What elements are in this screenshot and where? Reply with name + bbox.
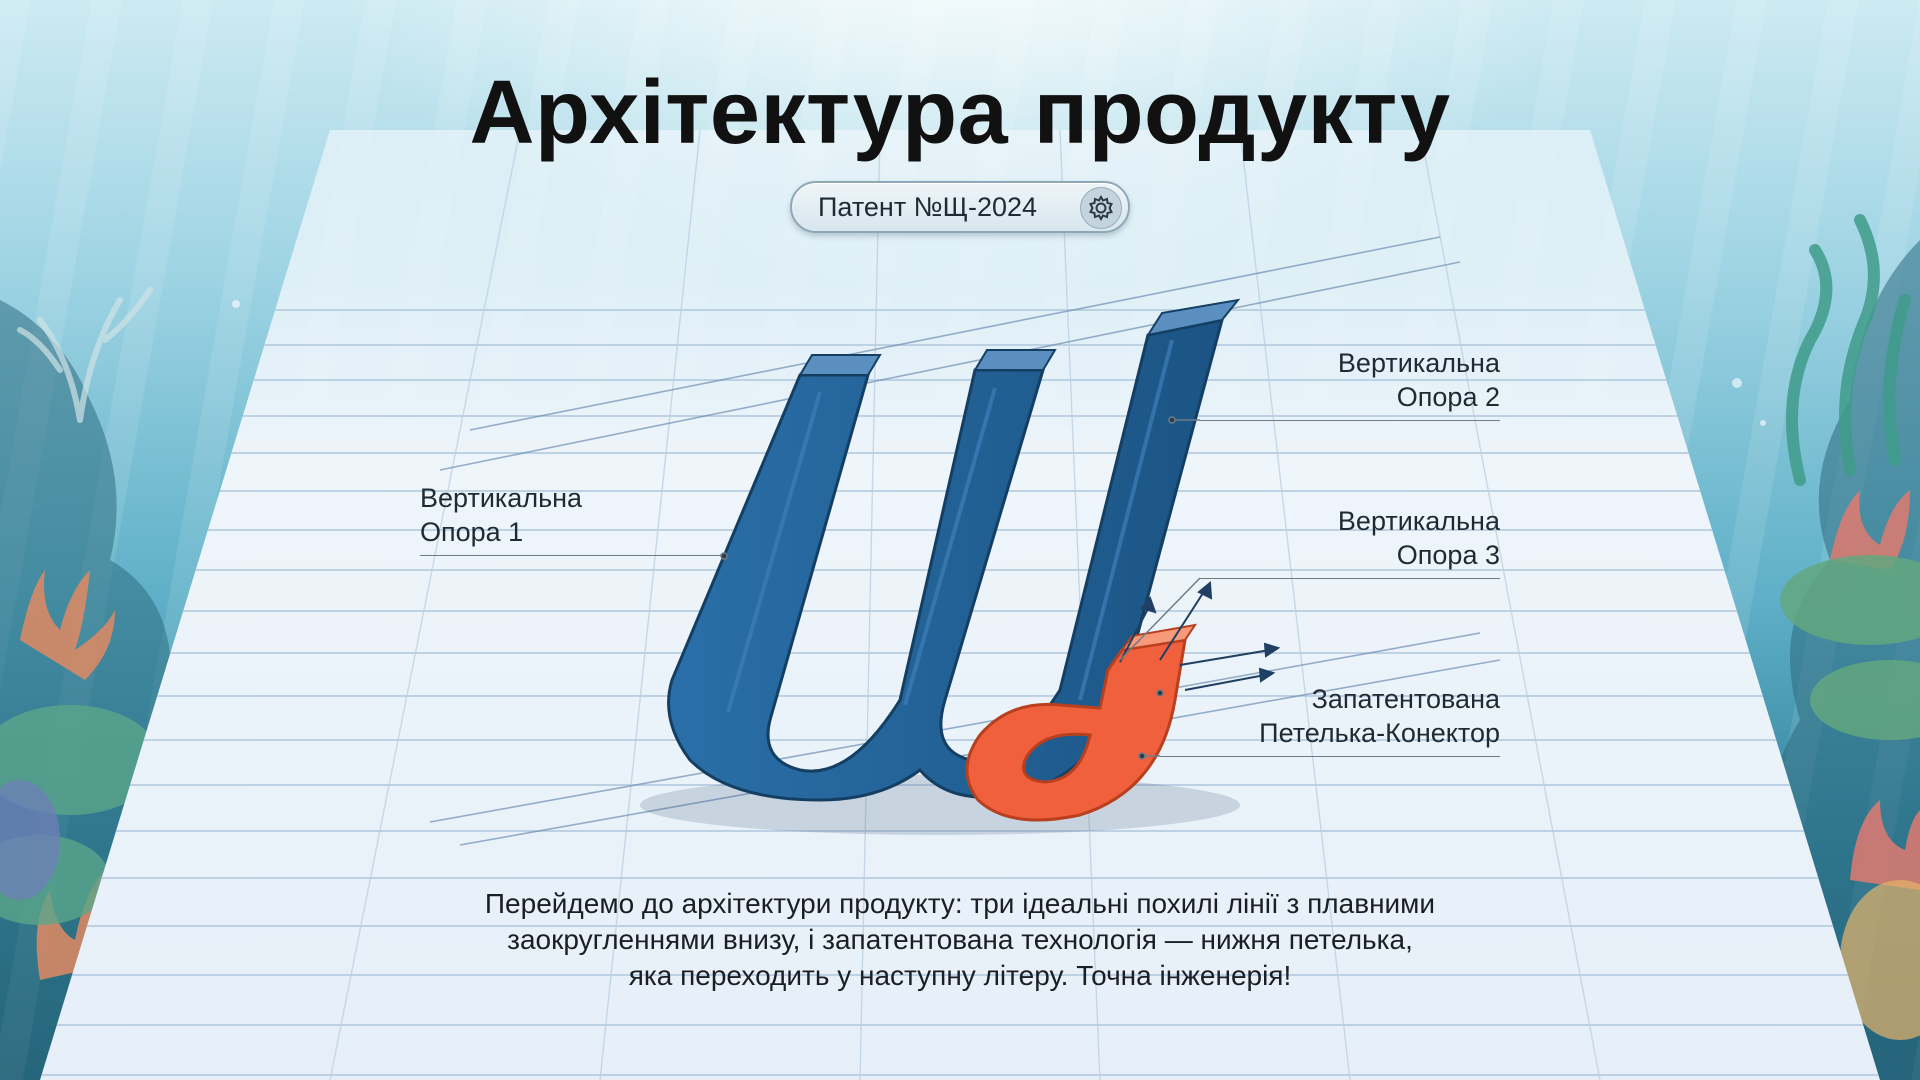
label-line: Запатентована (1311, 684, 1500, 714)
label-vertical-support-1: Вертикальна Опора 1 (420, 481, 720, 556)
patent-badge-label: Патент №Щ-2024 (818, 191, 1038, 222)
label-vertical-support-3: Вертикальна Опора 3 (1200, 504, 1500, 579)
label-line: Вертикальна (1337, 348, 1500, 378)
label-line: Вертикальна (420, 483, 583, 513)
caption-line: заокругленнями внизу, і запатентована те… (507, 924, 1413, 955)
label-vertical-support-2: Вертикальна Опора 2 (1200, 346, 1500, 421)
gear-icon (1080, 187, 1122, 229)
label-line: Опора 1 (420, 517, 524, 547)
slide-caption: Перейдемо до архітектури продукту: три і… (380, 886, 1540, 994)
label-loop-connector: Запатентована Петелька-Конектор (1160, 682, 1500, 757)
caption-line: яка переходить у наступну літеру. Точна … (628, 960, 1292, 991)
label-line: Петелька-Конектор (1259, 718, 1500, 748)
patent-badge: Патент №Щ-2024 (790, 181, 1130, 233)
bubble (1760, 420, 1766, 426)
label-line: Вертикальна (1337, 506, 1500, 536)
label-line: Опора 2 (1396, 382, 1500, 412)
loop-connector-shape (965, 623, 1198, 822)
page-title: Архітектура продукту (469, 63, 1451, 163)
label-line: Опора 3 (1396, 540, 1500, 570)
letter-sh-shape (667, 298, 1241, 802)
bubble (1732, 378, 1742, 388)
caption-line: Перейдемо до архітектури продукту: три і… (484, 888, 1436, 919)
bubble (232, 300, 240, 308)
